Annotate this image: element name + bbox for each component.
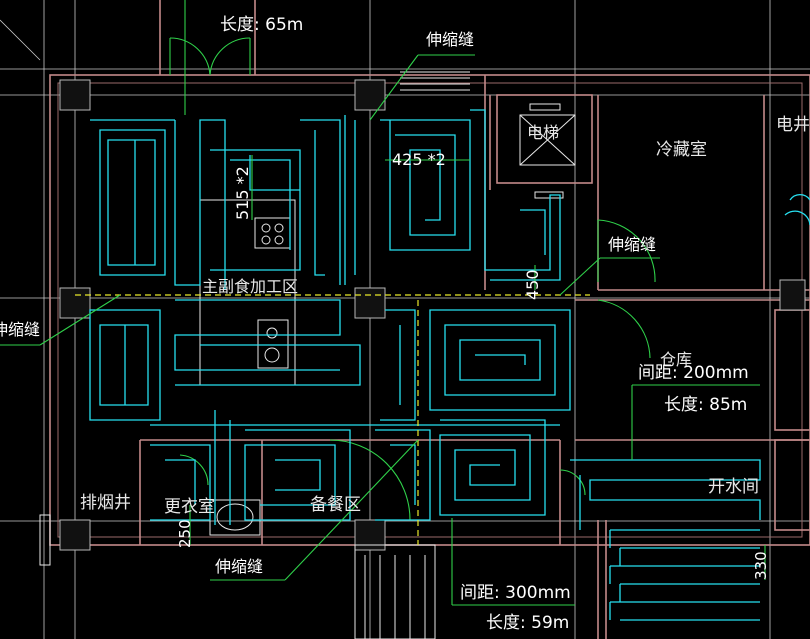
dimension-515-label: 515 *2 [233,166,252,220]
spacing-200-label: 间距: 200mm [638,363,749,383]
top-length-label: 长度: 65m [220,15,303,35]
storage-label: 仓库 [660,350,692,369]
dimension-425-label: 425 *2 [392,150,446,169]
spacing-300-label: 间距: 300mm [460,583,571,603]
serving-prep-label: 备餐区 [310,495,361,515]
cold-storage-label: 冷藏室 [656,140,707,160]
boiling-water-room-label: 开水间 [708,477,759,497]
length-59-label: 长度: 59m [486,613,569,633]
dimension-250-label: 250 [176,519,194,548]
expansion-joint-label-right: 伸缩缝 [608,235,656,254]
expansion-joint-label-bottom: 伸缩缝 [215,557,263,576]
kitchen-fixtures [39,199,296,566]
expansion-joint-label-left: 伸缩缝 [0,320,40,339]
electrical-shaft-label: 电井 [776,115,810,135]
heating-pipe-loops [89,109,810,621]
length-85-label: 长度: 85m [664,395,747,415]
main-prep-area-label: 主副食加工区 [202,277,298,296]
elevator-symbol [519,103,576,199]
expansion-joint-lines [75,294,590,545]
elevator-label: 电梯 [527,123,559,142]
drawing-labels: 长度: 65m 伸缩缝 425 *2 515 *2 电梯 冷藏室 电井 伸缩缝 … [0,15,810,633]
dimension-450-label: 450 [523,269,542,300]
structural-columns [59,79,806,551]
stairs [354,71,470,639]
dimension-330-label: 330 [752,551,770,580]
changing-room-label: 更衣室 [164,497,215,517]
annotation-leaders [0,0,766,606]
expansion-joint-label-top: 伸缩缝 [426,30,474,49]
doors [169,37,656,521]
smoke-shaft-label: 排烟井 [80,493,131,513]
